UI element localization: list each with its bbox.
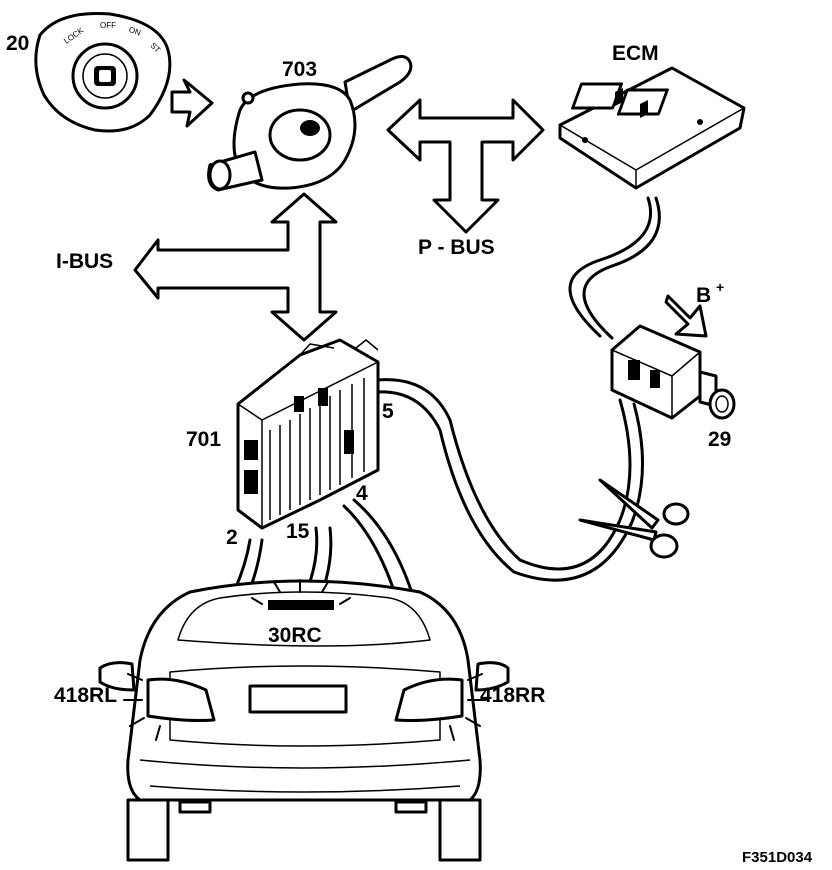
- label-rear-lamp-left: 418RL: [54, 684, 117, 707]
- central-electronic-module: [236, 338, 380, 530]
- ignition-position-on: ON: [128, 25, 143, 38]
- label-wire-15: 15: [286, 520, 310, 543]
- car-rear-view: [98, 579, 510, 862]
- battery-arrow-icon: [664, 294, 708, 338]
- label-central-electronic-module: 701: [186, 428, 221, 451]
- label-wire-5: 5: [382, 400, 394, 423]
- ignition-switch: LOCK OFF ON ST: [34, 11, 172, 133]
- i-bus-arrow-icon: [133, 192, 338, 342]
- ignition-position-off: OFF: [100, 21, 116, 30]
- engine-control-module: [558, 66, 746, 190]
- label-battery-plus-sup: +: [716, 279, 724, 295]
- label-p-bus: P - BUS: [418, 236, 495, 259]
- label-connector-29: 29: [708, 428, 731, 451]
- scissors-icon: [578, 478, 690, 559]
- figure-code: F351D034: [742, 849, 813, 866]
- label-battery-plus: B: [696, 284, 711, 307]
- label-rear-lamp-right: 418RR: [480, 684, 545, 707]
- label-i-bus: I-BUS: [56, 250, 113, 273]
- label-wire-4: 4: [356, 482, 368, 505]
- diagnostic-connector: [610, 324, 736, 420]
- label-ecm: ECM: [612, 42, 659, 65]
- steering-column-module: [207, 55, 413, 192]
- label-high-mounted-brake-light: 30RC: [268, 624, 322, 647]
- input-arrow-icon: [170, 78, 214, 128]
- label-ignition-switch: 20: [6, 32, 29, 55]
- p-bus-arrow-icon: [386, 98, 545, 234]
- label-wire-2: 2: [226, 526, 238, 549]
- label-steering-column-module: 703: [282, 58, 317, 81]
